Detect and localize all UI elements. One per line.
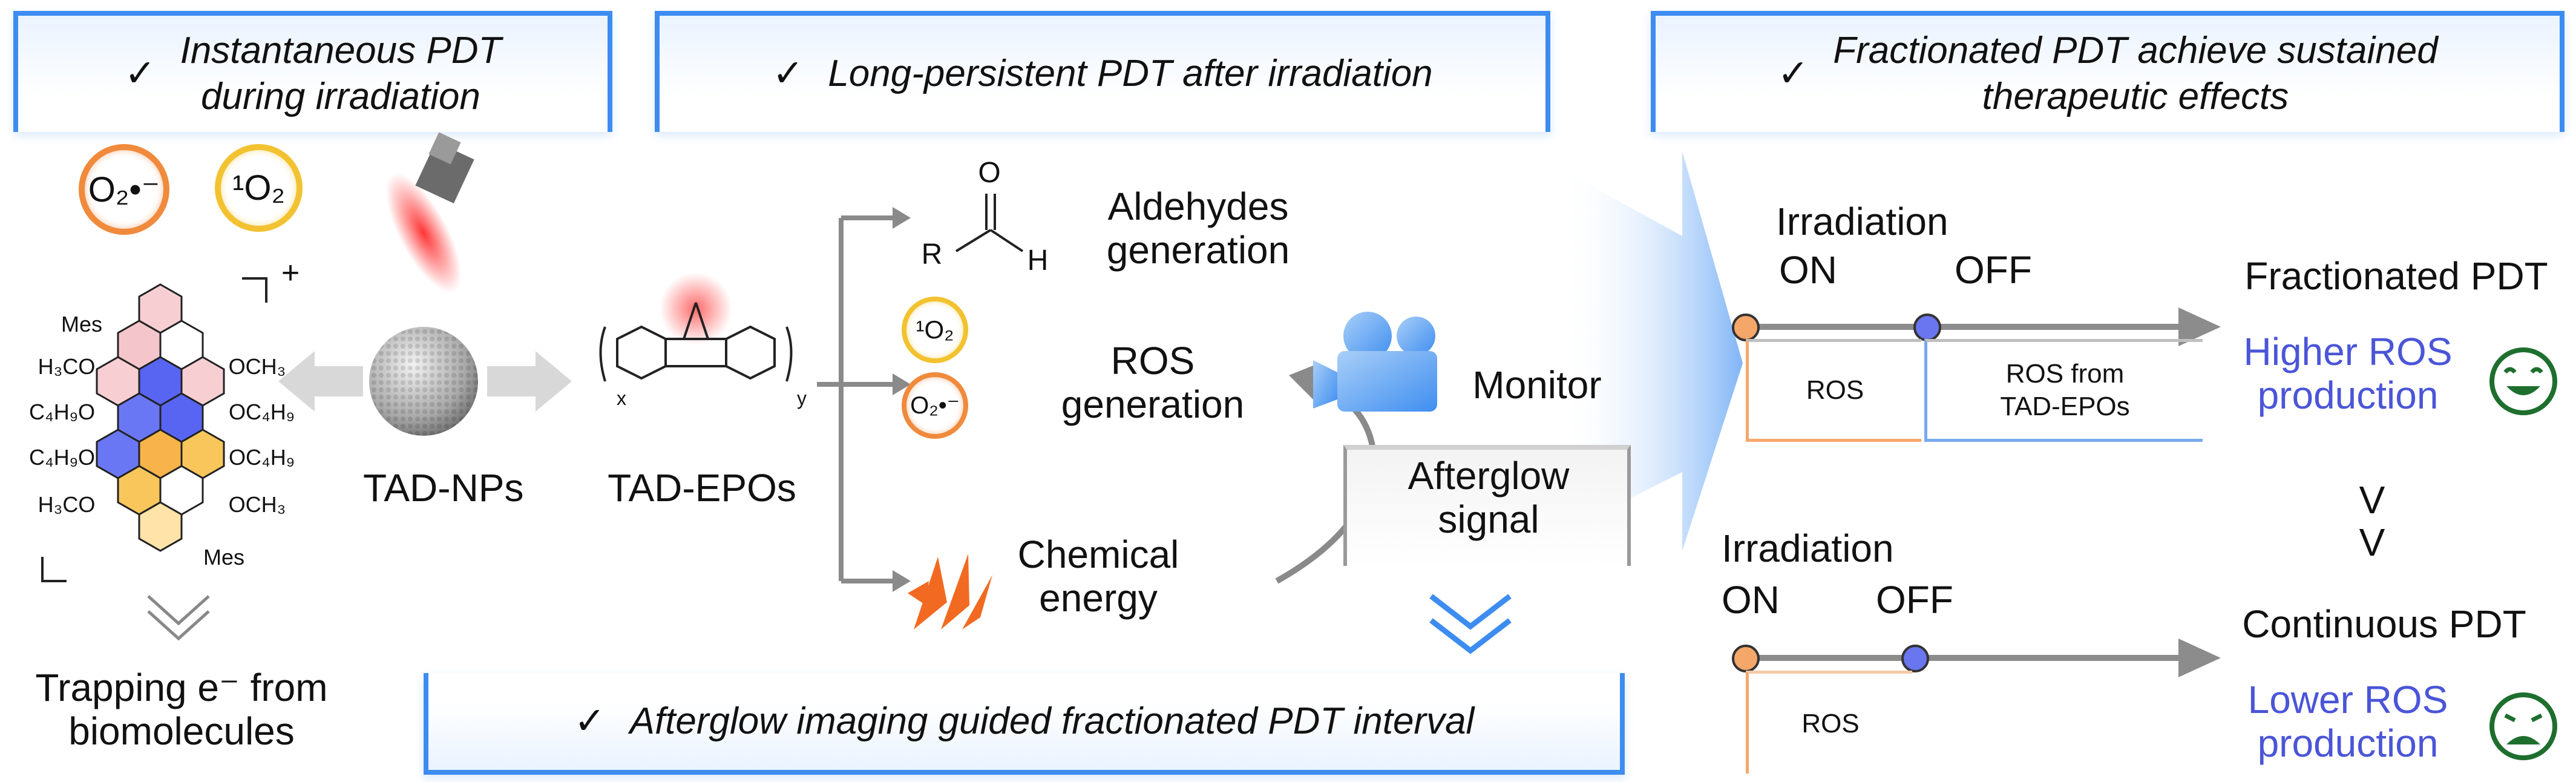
tad-molecule-structure: [41, 277, 267, 582]
aldehydes-generation-label: Aldehydes generation: [1106, 185, 1290, 272]
comparison-symbol-top: V: [2359, 478, 2385, 522]
off-label-2: OFF: [1876, 578, 1953, 622]
continuous-pdt-label: Continuous PDT: [2242, 602, 2526, 646]
c4h9o-label-2: C₄H₉O: [29, 445, 95, 470]
laser-icon: [385, 132, 474, 293]
on-label-1: ON: [1779, 248, 1837, 292]
off-dot-2: [1901, 645, 1929, 672]
chevron-down-icon: [147, 595, 210, 641]
epo-x-label: x: [617, 387, 626, 409]
irradiation-label-1: Irradiation: [1776, 200, 1948, 243]
header-fractionated-text: Fractionated PDT achieve sustained thera…: [1833, 30, 2438, 117]
arrow-left-icon: [278, 351, 363, 412]
on-label-2: ON: [1722, 578, 1780, 622]
header-instantaneous-text: Instantaneous PDT during irradiation: [180, 30, 502, 117]
ros-segment-1: ROS: [1746, 339, 1921, 442]
lower-ros-label: Lower ROS production: [2247, 678, 2448, 765]
oc4h9-label-2: OC₄H₉: [229, 445, 295, 470]
timeline-arrowhead-2: [2178, 639, 2221, 677]
superoxide-label: O₂•⁻: [88, 170, 160, 209]
check-icon: ✓: [772, 53, 804, 94]
aldehyde-r-label: R: [921, 238, 943, 271]
h3co-label-1: H₃CO: [38, 354, 96, 379]
epo-y-label: y: [797, 387, 807, 409]
branch-arrows-icon: [817, 207, 911, 592]
header-instantaneous-pdt: ✓ Instantaneous PDT during irradiation: [13, 11, 612, 132]
header-afterglow-guided: ✓ Afterglow imaging guided fractionated …: [424, 673, 1625, 775]
singlet-oxygen-ring-mid: ¹O₂: [902, 297, 968, 363]
header-fractionated-pdt: ✓ Fractionated PDT achieve sustained the…: [1651, 11, 2565, 132]
tad-nps-label: TAD-NPs: [363, 466, 524, 510]
header-long-persistent-pdt: ✓ Long-persistent PDT after irradiation: [655, 11, 1550, 132]
h3co-label-2: H₃CO: [38, 492, 96, 517]
timeline-arrowhead-1: [2178, 307, 2221, 346]
och3-label-1: OCH₃: [228, 354, 286, 379]
c4h9o-label-1: C₄H₉O: [29, 399, 95, 424]
header-afterglow-text: Afterglow imaging guided fractionated PD…: [629, 700, 1475, 742]
monitor-label: Monitor: [1472, 363, 1602, 407]
hex-ring: [96, 283, 225, 552]
arrow-right-icon: [487, 351, 572, 412]
comparison-symbol-bottom: V: [2359, 521, 2385, 564]
sad-face-icon: [2489, 692, 2557, 760]
explosion-icon: [908, 554, 992, 629]
check-icon: ✓: [1777, 53, 1809, 94]
on-dot-1: [1732, 314, 1760, 341]
off-label-1: OFF: [1955, 248, 2032, 292]
singlet-oxygen-label: ¹O₂: [232, 168, 285, 208]
irradiation-label-2: Irradiation: [1722, 527, 1894, 570]
off-dot-1: [1913, 314, 1941, 341]
afterglow-signal-box: [1343, 445, 1631, 566]
header-long-persistent-text: Long-persistent PDT after irradiation: [828, 53, 1433, 94]
camera-icon: [1313, 312, 1437, 412]
on-dot-2: [1732, 645, 1760, 672]
afterglow-signal-label: Afterglow signal: [1408, 454, 1570, 541]
nanoparticle-icon: [369, 327, 478, 436]
superoxide-label-mid: O₂•⁻: [910, 392, 960, 419]
timeline-line-1: [1743, 324, 2184, 330]
mes-bottom-label: Mes: [203, 545, 244, 570]
ros-from-epo-segment: ROS from TAD-EPOs: [1924, 339, 2203, 442]
superoxide-ring: O₂•⁻: [79, 144, 169, 235]
check-icon: ✓: [124, 53, 156, 94]
fractionated-pdt-label: Fractionated PDT: [2244, 254, 2548, 298]
chevron-down-icon: [1429, 594, 1512, 654]
singlet-oxygen-label-mid: ¹O₂: [916, 315, 954, 344]
trapping-label: Trapping e⁻ from biomolecules: [35, 666, 328, 753]
smile-face-icon: [2489, 347, 2557, 415]
tad-epos-label: TAD-EPOs: [608, 466, 796, 510]
timeline-line-2: [1743, 655, 2184, 661]
superoxide-ring-mid: O₂•⁻: [902, 372, 968, 439]
singlet-oxygen-ring: ¹O₂: [215, 144, 303, 232]
aldehyde-o-label: O: [978, 157, 1001, 189]
ros-generation-label: ROS generation: [1061, 339, 1245, 426]
charge-label: +: [281, 255, 300, 291]
aldehyde-h-label: H: [1027, 245, 1049, 277]
tad-epo-structure: [599, 272, 793, 382]
mes-top-label: Mes: [61, 312, 102, 337]
aldehyde-structure: [955, 194, 1024, 252]
och3-label-2: OCH₃: [228, 492, 286, 517]
check-icon: ✓: [574, 700, 606, 742]
oc4h9-label-1: OC₄H₉: [229, 399, 295, 424]
chemical-energy-label: Chemical energy: [1017, 533, 1179, 620]
higher-ros-label: Higher ROS production: [2243, 330, 2453, 417]
ros-segment-2: ROS: [1746, 671, 1912, 774]
